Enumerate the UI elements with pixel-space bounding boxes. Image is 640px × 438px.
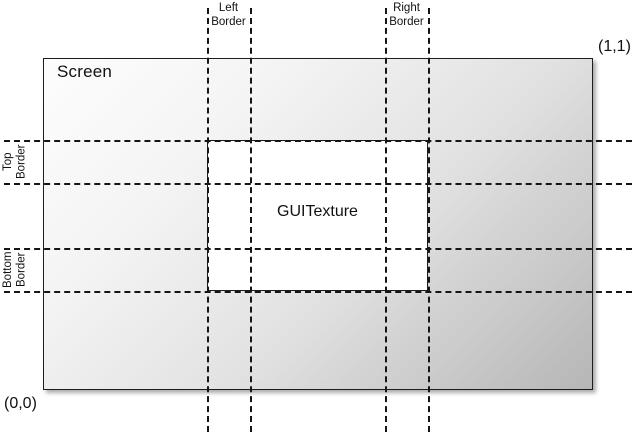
guide-line-vertical-left-outer [207,8,209,432]
screen-label: Screen [57,62,113,81]
right-border-annotation: Right Border [385,2,428,29]
screen-corner-min-label: (0,0) [4,395,37,412]
bottom-border-label-line1: Bottom [2,251,14,288]
top-border-annotation: Top Border [2,140,29,183]
guitexture-label: GUITexture [277,203,358,220]
guide-line-horizontal-bottom-inner [4,248,632,250]
guide-line-horizontal-bottom-outer [4,291,632,293]
right-border-label-line1: Right [393,2,420,14]
bottom-border-label-line2: Border [15,252,28,287]
top-border-label-line2: Border [15,144,28,179]
bottom-border-annotation: Bottom Border [2,248,29,291]
guide-line-vertical-left-inner [250,8,252,432]
guide-line-horizontal-top-outer [4,140,632,142]
right-border-label-line2: Border [389,15,424,28]
guide-line-vertical-right-outer [428,8,430,432]
left-border-label-line1: Left [218,2,239,14]
guide-line-horizontal-top-inner [4,183,632,185]
left-border-annotation: Left Border [207,2,250,29]
left-border-label-line2: Border [211,15,246,28]
top-border-label-line1: Top [2,152,14,171]
guitexture-rectangle [207,140,428,291]
screen-corner-max-label: (1,1) [598,38,631,55]
guide-line-vertical-right-inner [385,8,387,432]
